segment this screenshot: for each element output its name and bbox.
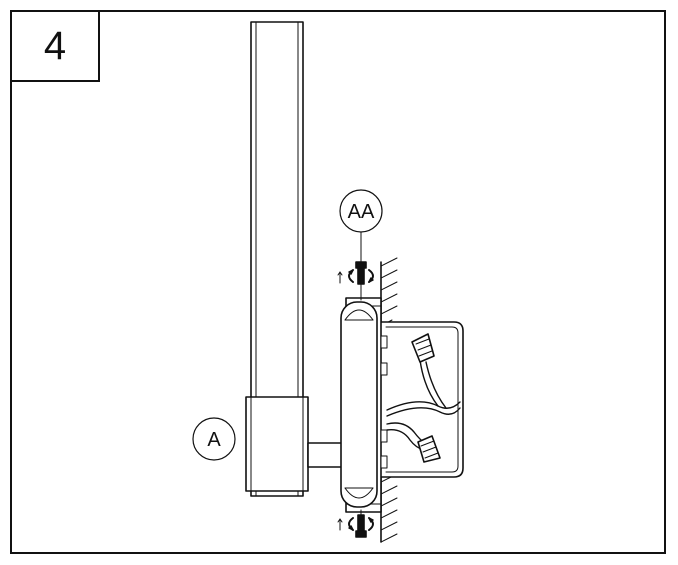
junction-box [380, 321, 464, 478]
callout-aa: AA [339, 189, 383, 233]
wire-connector-icon [417, 435, 441, 463]
callout-aa-label: AA [348, 201, 375, 223]
connecting-stem [307, 442, 345, 468]
step-number: 4 [43, 24, 67, 68]
canopy-backplate [340, 301, 378, 508]
callout-a: A [192, 417, 236, 461]
callout-a-label: A [207, 429, 221, 451]
screw-bottom [355, 509, 367, 538]
screw-top [355, 231, 367, 301]
tighten-screw-icon [337, 517, 374, 531]
tighten-screw-icon [337, 269, 374, 284]
step-number-box: 4 [10, 10, 100, 82]
arm-collar [245, 396, 309, 492]
wire-connector-icon [411, 333, 435, 363]
